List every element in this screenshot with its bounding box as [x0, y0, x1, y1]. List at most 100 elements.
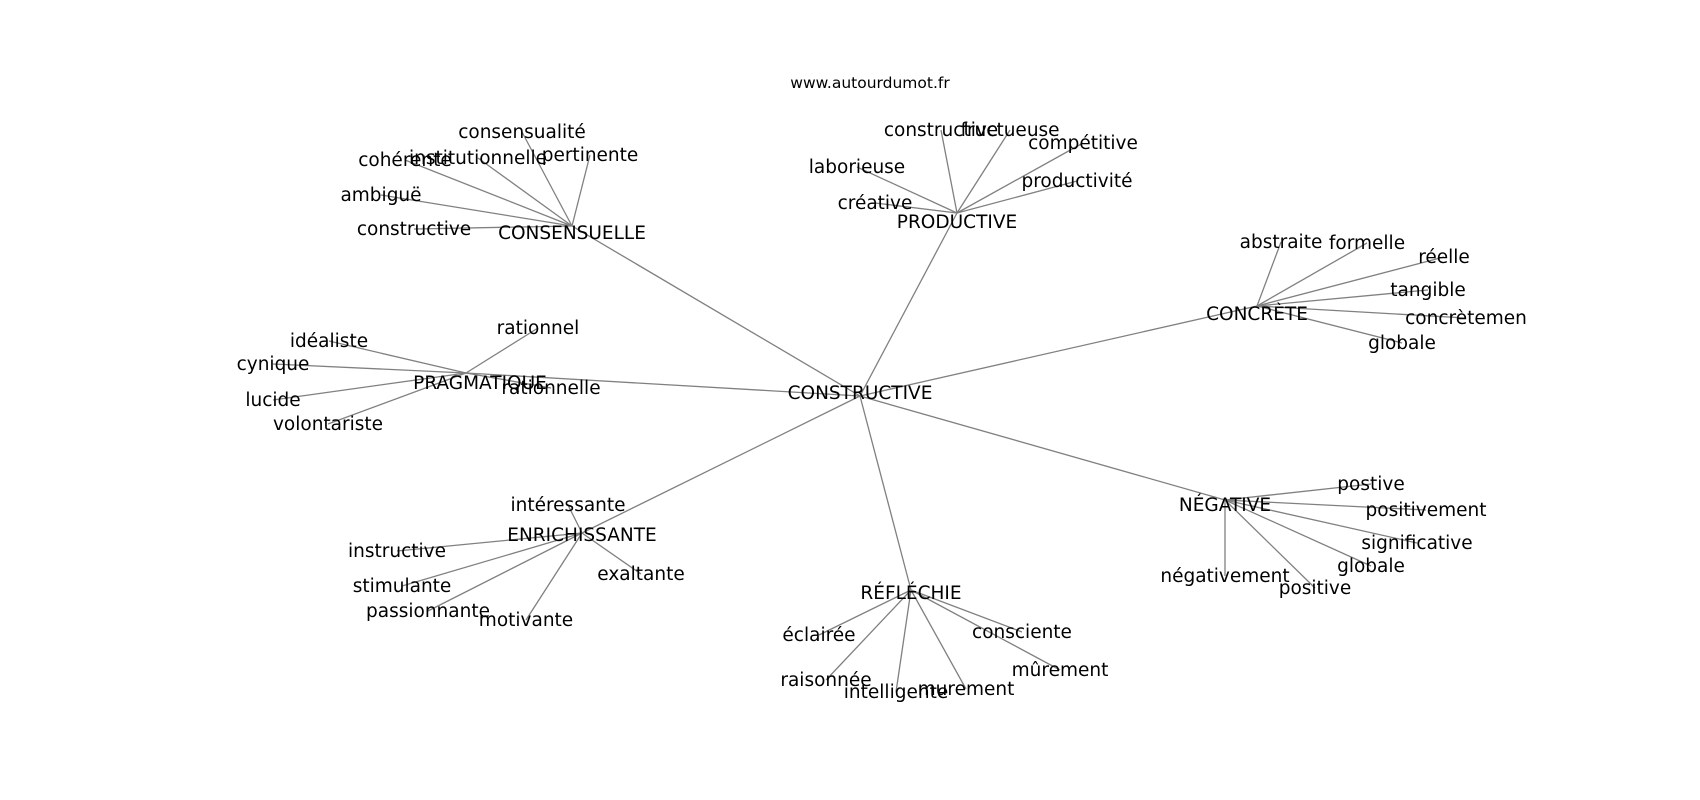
edge-consensuelle-1 — [477, 157, 573, 227]
word-node-negative-0[interactable]: postive — [1337, 474, 1404, 495]
edge-center-concrete — [859, 305, 1258, 397]
edge-enrichissante-3 — [401, 532, 583, 587]
edge-pragmatique-4 — [272, 372, 467, 401]
edge-center-productive — [859, 212, 958, 397]
edge-enrichissante-0 — [567, 504, 583, 534]
edge-pragmatique-1 — [328, 340, 467, 374]
word-node-negative-1[interactable]: positivement — [1366, 500, 1487, 521]
edge-negative-1 — [1224, 499, 1427, 511]
edge-consensuelle-5 — [413, 225, 573, 230]
edge-reflechie-4 — [910, 589, 967, 690]
word-node-enrichissante-3[interactable]: stimulante — [353, 576, 452, 597]
edge-reflechie-0 — [818, 589, 912, 636]
word-node-consensuelle-0[interactable]: consensualité — [458, 122, 586, 143]
edge-concrete-5 — [1256, 305, 1403, 344]
cluster-node-consensuelle[interactable]: CONSENSUELLE — [498, 223, 646, 244]
edge-productive-1 — [956, 129, 1011, 214]
edge-negative-0 — [1224, 483, 1372, 501]
word-node-reflechie-1[interactable]: consciente — [972, 622, 1072, 643]
cluster-node-negative[interactable]: NÉGATIVE — [1179, 494, 1271, 516]
word-node-productive-3[interactable]: laborieuse — [809, 157, 905, 178]
word-node-concrete-0[interactable]: abstraite — [1240, 232, 1323, 253]
word-node-pragmatique-0[interactable]: rationnel — [497, 318, 580, 339]
word-node-productive-0[interactable]: constructive — [884, 120, 998, 141]
word-node-enrichissante-1[interactable]: instructive — [348, 541, 446, 562]
word-node-concrete-5[interactable]: globale — [1368, 333, 1436, 354]
source-url: www.autourdumot.fr — [790, 74, 950, 92]
word-node-consensuelle-1[interactable]: institutionnelle — [409, 148, 547, 169]
edge-center-pragmatique — [465, 372, 861, 397]
edge-concrete-2 — [1256, 256, 1445, 307]
word-node-negative-4[interactable]: négativement — [1160, 566, 1289, 587]
edge-concrete-3 — [1256, 289, 1429, 307]
cluster-node-enrichissante[interactable]: ENRICHISSANTE — [507, 525, 656, 546]
word-node-pragmatique-1[interactable]: idéaliste — [290, 331, 368, 352]
word-node-consensuelle-2[interactable]: pertinente — [542, 145, 639, 166]
edge-reflechie-2 — [910, 589, 1061, 671]
edge-productive-2 — [956, 142, 1084, 214]
word-node-negative-2[interactable]: significative — [1361, 533, 1472, 554]
edge-concrete-1 — [1256, 242, 1368, 307]
graph-labels: CONSTRUCTIVE CONSENSUELLE consensualité ins… — [237, 120, 1527, 703]
word-node-reflechie-3[interactable]: raisonnée — [780, 670, 871, 691]
word-node-concrete-2[interactable]: réelle — [1418, 247, 1470, 268]
edge-reflechie-3 — [825, 589, 912, 681]
word-node-productive-4[interactable]: productivité — [1021, 171, 1132, 192]
edge-negative-5 — [1224, 499, 1316, 589]
edge-negative-2 — [1224, 499, 1418, 544]
edge-enrichissante-4 — [427, 532, 583, 612]
edge-productive-3 — [856, 166, 958, 214]
word-node-reflechie-2[interactable]: mûrement — [1012, 660, 1109, 681]
edge-reflechie-1 — [910, 589, 1023, 633]
edge-concrete-0 — [1256, 241, 1282, 307]
word-node-productive-1[interactable]: fructueuse — [960, 120, 1059, 141]
cluster-node-pragmatique[interactable]: PRAGMATIQUE — [413, 373, 547, 394]
edge-reflechie-5 — [895, 589, 912, 693]
edge-negative-3 — [1224, 499, 1372, 567]
edge-enrichissante-2 — [581, 532, 642, 575]
edge-enrichissante-5 — [525, 532, 583, 621]
edge-productive-5 — [874, 202, 958, 214]
word-node-enrichissante-5[interactable]: motivante — [479, 610, 573, 631]
word-node-pragmatique-5[interactable]: volontariste — [273, 414, 383, 435]
word-node-productive-2[interactable]: compétitive — [1028, 133, 1138, 154]
word-node-concrete-3[interactable]: tangible — [1390, 280, 1465, 301]
word-node-reflechie-5[interactable]: intelligente — [844, 682, 948, 703]
word-node-consensuelle-4[interactable]: ambiguë — [340, 185, 421, 206]
word-node-concrete-4[interactable]: concrètemen — [1405, 308, 1527, 329]
word-node-reflechie-0[interactable]: éclairée — [782, 625, 855, 646]
edge-concrete-4 — [1256, 305, 1467, 319]
word-node-reflechie-4[interactable]: murement — [918, 679, 1015, 700]
word-node-pragmatique-3[interactable]: rationnelle — [501, 378, 600, 399]
edge-consensuelle-0 — [521, 131, 573, 227]
word-node-negative-3[interactable]: globale — [1337, 556, 1405, 577]
cluster-node-reflechie[interactable]: RÉFLÉCHIE — [860, 582, 961, 604]
word-node-pragmatique-4[interactable]: lucide — [245, 390, 300, 411]
graph-edges — [272, 129, 1467, 693]
word-node-consensuelle-5[interactable]: constructive — [357, 219, 471, 240]
cluster-node-concrete[interactable]: CONCRÈTE — [1206, 303, 1308, 325]
edge-productive-4 — [956, 180, 1078, 214]
word-node-enrichissante-2[interactable]: exaltante — [597, 564, 684, 585]
word-node-negative-5[interactable]: positive — [1279, 578, 1352, 599]
cluster-node-productive[interactable]: PRODUCTIVE — [897, 212, 1017, 233]
word-node-consensuelle-3[interactable]: cohérente — [358, 150, 452, 171]
word-node-productive-5[interactable]: créative — [838, 193, 913, 214]
word-node-enrichissante-0[interactable]: intéressante — [510, 495, 625, 516]
edge-center-negative — [859, 395, 1226, 501]
word-node-concrete-1[interactable]: formelle — [1329, 233, 1405, 254]
word-node-pragmatique-2[interactable]: cynique — [237, 354, 310, 375]
edge-center-consensuelle — [571, 225, 861, 397]
edge-center-reflechie — [859, 395, 912, 591]
edge-consensuelle-3 — [404, 159, 573, 227]
edge-enrichissante-1 — [396, 532, 583, 552]
edge-pragmatique-2 — [272, 363, 467, 374]
edge-pragmatique-3 — [465, 372, 552, 389]
edge-center-enrichissante — [581, 395, 861, 534]
edge-consensuelle-2 — [571, 154, 591, 227]
edge-pragmatique-0 — [465, 327, 539, 374]
center-word-node[interactable]: CONSTRUCTIVE — [788, 383, 933, 404]
word-node-enrichissante-4[interactable]: passionnante — [366, 601, 490, 622]
edge-productive-0 — [940, 129, 958, 214]
